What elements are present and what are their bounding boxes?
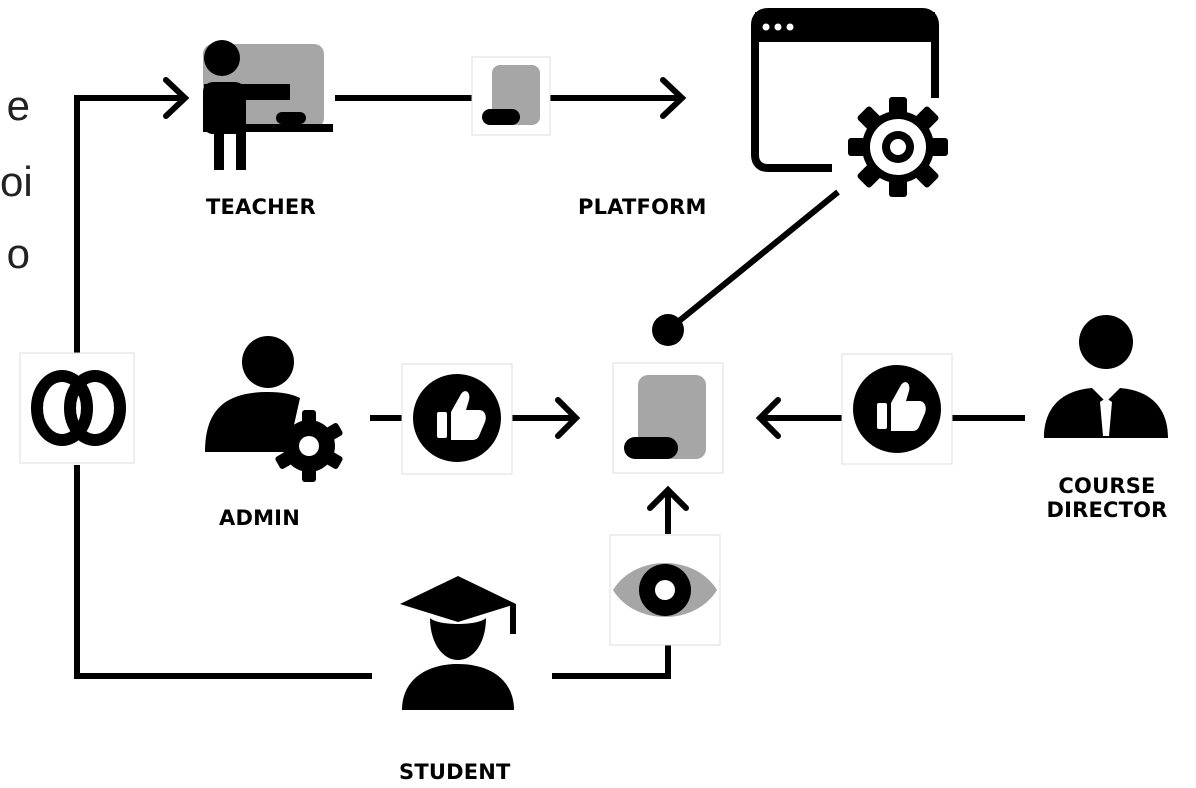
platform-label: PLATFORM — [578, 195, 707, 219]
teacher-label: TEACHER — [206, 195, 316, 219]
browser-window-gear-icon — [751, 8, 948, 197]
admin-user-gear-icon — [205, 336, 343, 482]
connector-link-to-student — [74, 465, 372, 679]
teacher-at-board-icon — [203, 40, 333, 170]
eye-icon — [613, 563, 717, 617]
course-director-label-line2: DIRECTOR — [1046, 498, 1168, 522]
document-scroll-icon — [482, 65, 540, 125]
arrowhead-into-doc-bottom — [647, 485, 689, 511]
interlocked-rings-icon — [31, 370, 126, 446]
thumbs-up-icon — [413, 374, 501, 462]
left-text-fragment-1: e — [6, 82, 30, 129]
document-scroll-icon — [624, 375, 706, 459]
left-text-fragment-3: o — [6, 230, 30, 277]
graduate-student-icon — [400, 576, 516, 710]
left-text-fragment-2: oi — [0, 158, 33, 205]
admin-label: ADMIN — [219, 506, 300, 530]
businessman-icon — [1044, 315, 1168, 438]
connector-link-to-teacher — [74, 95, 185, 355]
icon-frames — [19, 56, 953, 646]
course-director-label: COURSE DIRECTOR — [1036, 474, 1178, 522]
connectors — [74, 77, 1025, 679]
thumbs-up-icon — [853, 365, 941, 453]
arrowhead-into-teacher — [163, 77, 190, 119]
connector-student-to-eye — [552, 644, 671, 679]
arrowhead-into-doc-left — [555, 397, 581, 439]
course-director-label-line1: COURSE — [1058, 474, 1156, 498]
arrowhead-into-platform — [660, 77, 687, 119]
connector-dot — [652, 314, 684, 346]
student-label: STUDENT — [399, 760, 511, 784]
arrowhead-into-doc-right — [755, 397, 781, 439]
connector-platform-to-doc — [666, 189, 840, 333]
